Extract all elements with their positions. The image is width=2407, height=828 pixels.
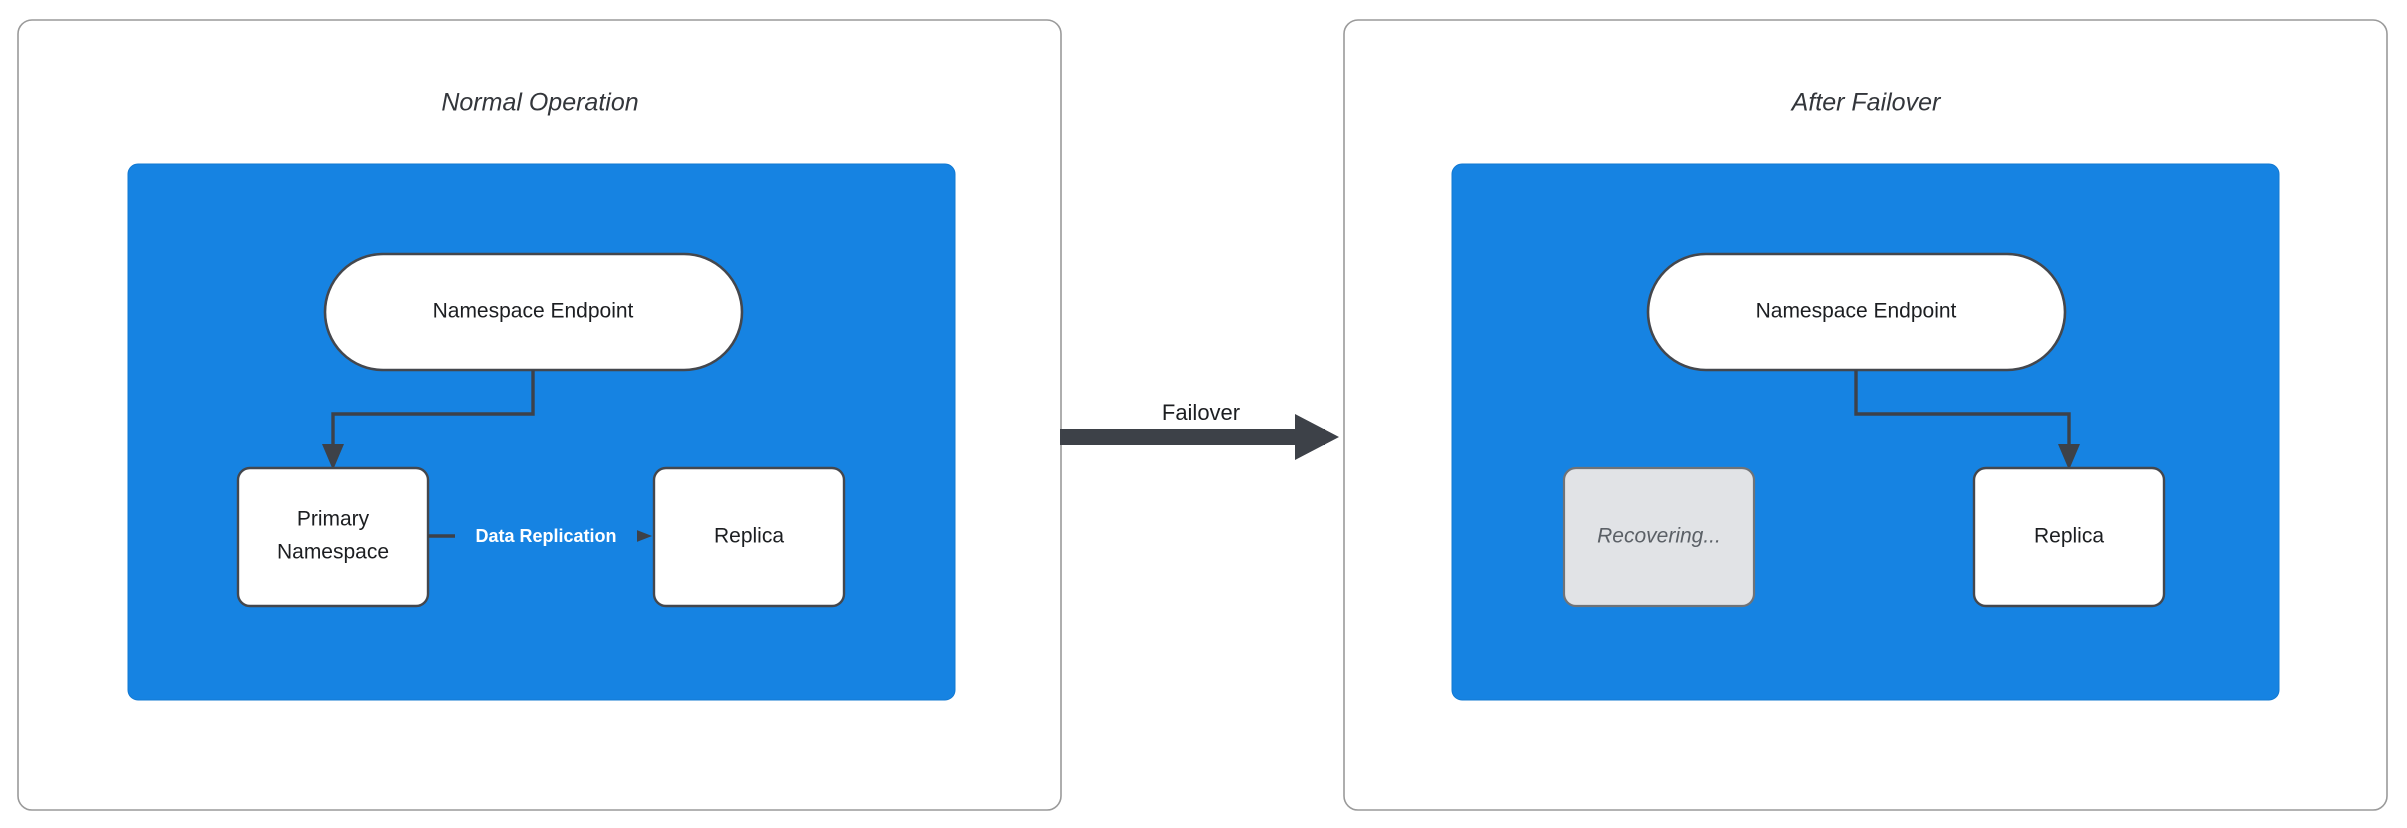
node-replica-left-label: Replica bbox=[714, 525, 784, 548]
edge-primary-to-replica-label-backdrop bbox=[455, 522, 637, 550]
node-replica-right-label: Replica bbox=[2034, 525, 2104, 548]
failover-transition: Failover bbox=[1060, 400, 1339, 460]
node-primary-namespace-shape[interactable] bbox=[236, 466, 430, 608]
edge-endpoint-to-replica bbox=[1854, 370, 2080, 470]
node-primary-namespace-label-line2: Namespace bbox=[277, 541, 389, 564]
node-endpoint-left[interactable]: Namespace Endpoint bbox=[323, 252, 744, 372]
panel-after-failover-title: After Failover bbox=[1790, 89, 1942, 117]
node-primary-namespace-label-line1: Primary bbox=[297, 508, 370, 531]
edge-endpoint-to-primary-path bbox=[331, 370, 535, 447]
zone-failover-region bbox=[1451, 163, 2280, 701]
edge-primary-to-replica: Data Replication bbox=[428, 522, 652, 550]
failover-transition-shaft bbox=[1060, 429, 1325, 445]
node-endpoint-right-label: Namespace Endpoint bbox=[1756, 300, 1957, 323]
node-replica-left-shape[interactable] bbox=[652, 466, 846, 608]
edge-endpoint-to-replica-path bbox=[1854, 370, 2071, 447]
node-primary-namespace[interactable]: Primary Namespace bbox=[236, 466, 430, 608]
node-replica-right[interactable]: Replica bbox=[1972, 466, 2166, 608]
failover-transition-arrowhead bbox=[1295, 414, 1339, 460]
edge-endpoint-to-replica-arrowhead bbox=[2058, 444, 2080, 470]
node-replica-right-shape[interactable] bbox=[1972, 466, 2166, 608]
node-recovering[interactable]: Recovering... bbox=[1562, 466, 1756, 608]
failover-transition-label: Failover bbox=[1162, 400, 1240, 425]
panel-after-failover: After Failover Namespace Endpoint Recove… bbox=[1343, 19, 2388, 811]
edge-endpoint-to-primary bbox=[322, 370, 535, 470]
edge-endpoint-to-primary-arrowhead bbox=[322, 444, 344, 470]
node-replica-left[interactable]: Replica bbox=[652, 466, 846, 608]
zone-primary-region bbox=[127, 163, 956, 701]
panel-normal-operation: Normal Operation Namespace Endpoint Prim… bbox=[17, 19, 1062, 811]
node-endpoint-right[interactable]: Namespace Endpoint bbox=[1646, 252, 2067, 372]
panel-normal-operation-title: Normal Operation bbox=[441, 89, 638, 117]
node-endpoint-left-label: Namespace Endpoint bbox=[433, 300, 634, 323]
edge-primary-to-replica-label: Data Replication bbox=[475, 526, 616, 546]
node-recovering-label: Recovering... bbox=[1597, 525, 1721, 548]
node-recovering-shape[interactable] bbox=[1562, 466, 1756, 608]
